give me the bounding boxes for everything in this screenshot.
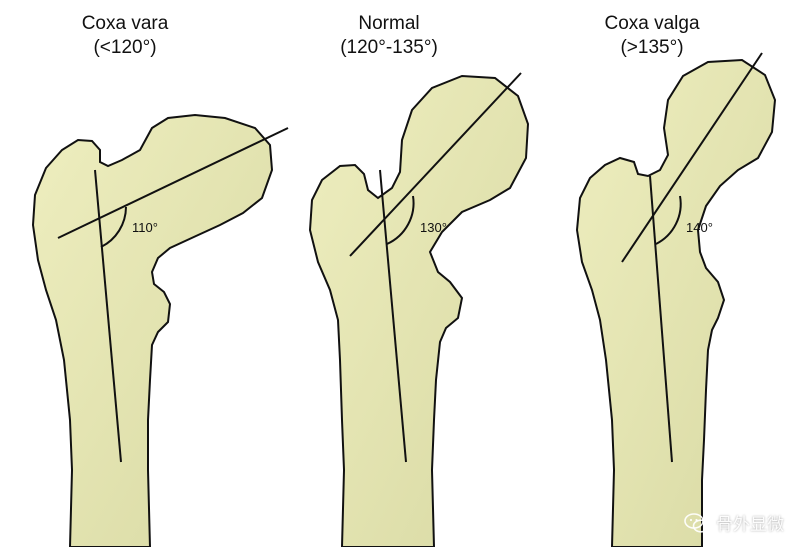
neck-axis-line <box>621 52 763 263</box>
femur-outline <box>575 58 777 547</box>
angle-label: 110° <box>132 220 158 235</box>
angle-label: 130° <box>420 220 447 235</box>
panel-range: (120°-135°) <box>340 37 438 58</box>
panel-name: Normal <box>358 13 420 34</box>
panel-title-coxa-valga: Coxa valga (>135°) <box>552 12 752 60</box>
femur-normal: 130° <box>308 72 530 547</box>
panel-range: (<120°) <box>93 37 157 58</box>
angle-label: 140° <box>686 220 713 235</box>
panel-name: Coxa valga <box>604 13 700 34</box>
femur-coxa-valga: 140° <box>575 52 777 547</box>
femur-coxa-vara: 110° <box>31 113 289 547</box>
neck-axis-line <box>57 127 289 239</box>
neck-axis-line <box>349 72 522 257</box>
femur-outline <box>308 74 530 547</box>
panel-title-normal: Normal (120°-135°) <box>289 12 489 60</box>
panel-name: Coxa vara <box>81 13 169 34</box>
shaft-axis-line <box>649 175 673 463</box>
angle-arc <box>100 206 127 248</box>
watermark: 骨外显微 <box>684 510 784 535</box>
watermark-text: 骨外显微 <box>716 515 784 535</box>
shaft-axis-line <box>379 169 407 463</box>
shaft-axis-line <box>94 169 122 463</box>
wechat-logo-icon <box>684 512 710 533</box>
panel-range: (>135°) <box>620 37 684 58</box>
panel-title-coxa-vara: Coxa vara (<120°) <box>25 12 225 60</box>
angle-arc <box>386 195 415 245</box>
angle-arc <box>655 195 682 245</box>
femur-outline <box>31 113 274 547</box>
